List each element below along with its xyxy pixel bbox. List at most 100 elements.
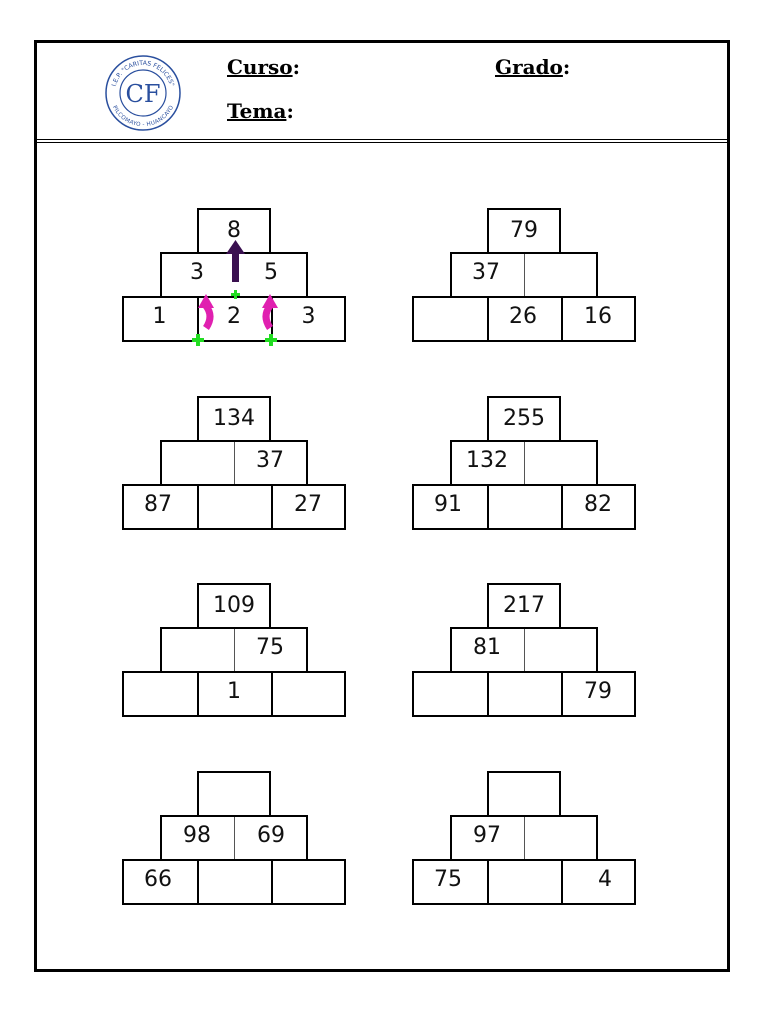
pyramid-cell-divider: [524, 629, 525, 671]
example-pyramid: 8 3 5 1 2 3: [122, 208, 346, 346]
pyramid-bottom-cell: [487, 671, 561, 717]
pyramid-bottom-row: [412, 296, 636, 342]
pyramid-middle-cell: 132: [466, 448, 508, 473]
pyramid-bottom-cell: [197, 859, 271, 905]
pyramid-cell-divider: [234, 442, 235, 484]
pyramid-middle-cell: 75: [256, 635, 284, 660]
pyramid-bottom-cell: [412, 296, 487, 342]
pyramid-middle-cell: 81: [473, 635, 501, 660]
pyramid-middle-cell: 3: [190, 260, 204, 285]
pyramid-middle-cell: [524, 252, 598, 298]
pyramid-cell-divider: [271, 298, 273, 340]
pyramid-cell-divider: [271, 861, 273, 903]
pyramid-bottom-cell: 4: [598, 867, 612, 892]
example-annotations: [192, 240, 278, 346]
tema-colon: :: [286, 99, 294, 123]
plus-icon: [231, 290, 240, 299]
pyramid-bottom-cell: [122, 671, 197, 717]
pyramid-bottom-cell: 91: [434, 492, 462, 517]
tema-field: Tema:: [227, 99, 294, 123]
pyramid-top-cell: [487, 771, 561, 817]
plus-icon: [192, 334, 204, 346]
pyramid-bottom-cell: 27: [294, 492, 322, 517]
curved-arrow-right-icon: [262, 294, 278, 330]
pyramid-bottom-row: [122, 484, 346, 530]
number-pyramid: 134 37 87 27: [122, 396, 346, 534]
pyramid-top-cell: 217: [487, 583, 561, 629]
pyramid-bottom-cell: 2: [227, 304, 241, 329]
pyramid-bottom-cell: 3: [301, 304, 316, 329]
pyramid-bottom-row: [412, 484, 636, 530]
pyramid-cell-divider: [234, 817, 235, 859]
curso-field: Curso:: [227, 55, 300, 79]
pyramid-bottom-row: [412, 859, 636, 905]
pyramid-bottom-cell: 82: [584, 492, 612, 517]
pyramid-bottom-cell: [412, 671, 487, 717]
header-divider: [37, 139, 727, 140]
pyramid-middle-cell: [160, 627, 234, 673]
curso-colon: :: [292, 55, 300, 79]
pyramid-cell-divider: [197, 861, 199, 903]
pyramid-cell-divider: [561, 298, 563, 340]
pyramid-cell-divider: [524, 254, 525, 296]
pyramid-cell-divider: [271, 673, 273, 715]
school-logo-icon: I.E.P. "CARITAS FELICES" PILCOMAYO - HUA…: [105, 55, 181, 131]
pyramid-cell-divider: [487, 298, 489, 340]
grado-field: Grado:: [495, 55, 570, 79]
pyramid-bottom-cell: [271, 671, 346, 717]
grado-colon: :: [562, 55, 571, 79]
pyramid-top-cell: 109: [197, 583, 271, 629]
pyramid-bottom-cell: 75: [434, 867, 462, 892]
pyramid-cell-divider: [561, 861, 563, 903]
pyramid-middle-cell: [524, 627, 598, 673]
pyramid-cell-divider: [197, 486, 199, 528]
pyramid-middle-cell: [524, 440, 598, 486]
pyramid-bottom-cell: 26: [509, 304, 537, 329]
pyramid-cell-divider: [524, 817, 525, 859]
pyramid-bottom-cell: 87: [144, 492, 172, 517]
number-pyramid: 97 75 4: [412, 771, 636, 909]
pyramid-top-cell: 79: [487, 208, 561, 254]
pyramid-cell-divider: [271, 486, 273, 528]
up-arrow-icon: [226, 240, 245, 282]
pyramid-middle-cell: 98: [183, 823, 211, 848]
curved-arrow-left-icon: [198, 294, 214, 330]
pyramid-bottom-row: [122, 296, 346, 342]
pyramid-cell-divider: [561, 486, 563, 528]
pyramid-top-cell: [197, 771, 271, 817]
pyramid-cell-divider: [197, 298, 199, 340]
pyramid-bottom-cell: 16: [584, 304, 612, 329]
pyramid-top-cell: 134: [197, 396, 271, 442]
pyramid-middle-cell: [524, 815, 598, 861]
pyramid-bottom-cell: [271, 859, 346, 905]
pyramid-cell-divider: [197, 673, 199, 715]
pyramid-middle-cell: 37: [256, 448, 284, 473]
pyramid-cell-divider: [561, 673, 563, 715]
pyramid-cell-divider: [487, 673, 489, 715]
pyramid-bottom-cell: [197, 484, 271, 530]
pyramid-bottom-cell: [487, 484, 561, 530]
pyramid-top-cell: 255: [487, 396, 561, 442]
pyramid-bottom-cell: 66: [144, 867, 172, 892]
logo-monogram: CF: [125, 80, 160, 108]
header-divider-double: [37, 142, 727, 143]
pyramid-bottom-cell: 79: [584, 679, 612, 704]
pyramid-cell-divider: [234, 629, 235, 671]
pyramid-cell-divider: [524, 442, 525, 484]
tema-label: Tema: [227, 99, 287, 123]
pyramid-middle-cell: 97: [473, 823, 501, 848]
pyramid-cell-divider: [487, 486, 489, 528]
worksheet-header: I.E.P. "CARITAS FELICES" PILCOMAYO - HUA…: [37, 43, 727, 143]
pyramid-middle-cell: 69: [257, 823, 285, 848]
curso-label: Curso: [227, 55, 293, 79]
pyramid-bottom-cell: 1: [152, 304, 167, 329]
grado-label: Grado: [495, 55, 563, 79]
pyramid-bottom-row: [122, 671, 346, 717]
pyramid-bottom-cell: [487, 859, 561, 905]
pyramid-middle-cell: 5: [264, 260, 278, 285]
plus-icon: [265, 334, 277, 346]
pyramid-cell-divider: [487, 861, 489, 903]
